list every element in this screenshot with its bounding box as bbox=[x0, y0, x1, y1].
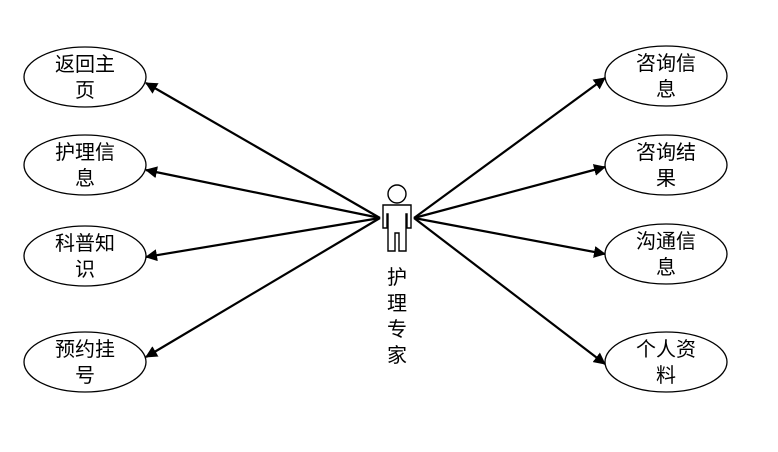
edge-home bbox=[145, 82, 381, 219]
edge-message bbox=[413, 216, 606, 258]
use-case-label: 返回主 bbox=[55, 52, 115, 76]
use-case-consult-result[interactable]: 咨询结 果 bbox=[604, 134, 728, 196]
use-case-appointment[interactable]: 预约挂 号 bbox=[23, 331, 147, 393]
edge-profile bbox=[413, 217, 606, 365]
use-case-label: 咨询结 bbox=[636, 140, 696, 164]
use-case-consult-info[interactable]: 咨询信 息 bbox=[604, 45, 728, 107]
use-case-label: 息 bbox=[656, 255, 676, 279]
use-case-label: 料 bbox=[656, 363, 676, 387]
use-case-label: 息 bbox=[75, 166, 95, 190]
use-case-label: 预约挂 bbox=[55, 337, 115, 361]
use-case-care-info[interactable]: 护理信 息 bbox=[23, 134, 147, 196]
edges bbox=[145, 77, 606, 365]
actor-label-line: 护 bbox=[387, 265, 407, 289]
edge-appointment bbox=[145, 217, 381, 358]
actor-label: 护 理 专 家 bbox=[387, 265, 407, 367]
use-case-knowledge[interactable]: 科普知 识 bbox=[23, 225, 147, 287]
use-case-label: 咨询信 bbox=[636, 51, 696, 75]
use-case-message[interactable]: 沟通信 息 bbox=[604, 223, 728, 285]
use-case-label: 号 bbox=[75, 363, 95, 387]
use-case-home[interactable]: 返回主 页 bbox=[23, 46, 147, 108]
edge-consult-result bbox=[413, 164, 606, 220]
edge-consult-info bbox=[413, 77, 606, 219]
use-case-label: 页 bbox=[75, 78, 95, 102]
actor-head bbox=[387, 184, 407, 204]
actor-label-line: 家 bbox=[387, 343, 407, 367]
use-case-label: 沟通信 bbox=[636, 229, 696, 253]
use-case-label: 个人资 bbox=[636, 337, 696, 361]
actor-label-line: 理 bbox=[387, 291, 407, 315]
edge-knowledge bbox=[145, 216, 381, 262]
edge-care-info bbox=[145, 166, 381, 220]
use-case-label: 护理信 bbox=[55, 140, 115, 164]
use-case-label: 识 bbox=[75, 257, 95, 281]
use-case-label: 科普知 bbox=[55, 231, 115, 255]
actor-body bbox=[382, 204, 412, 252]
actor-label-line: 专 bbox=[387, 317, 407, 341]
use-case-profile[interactable]: 个人资 料 bbox=[604, 331, 728, 393]
use-case-label: 息 bbox=[656, 77, 676, 101]
actor-figure bbox=[382, 184, 412, 252]
use-case-label: 果 bbox=[656, 166, 676, 190]
